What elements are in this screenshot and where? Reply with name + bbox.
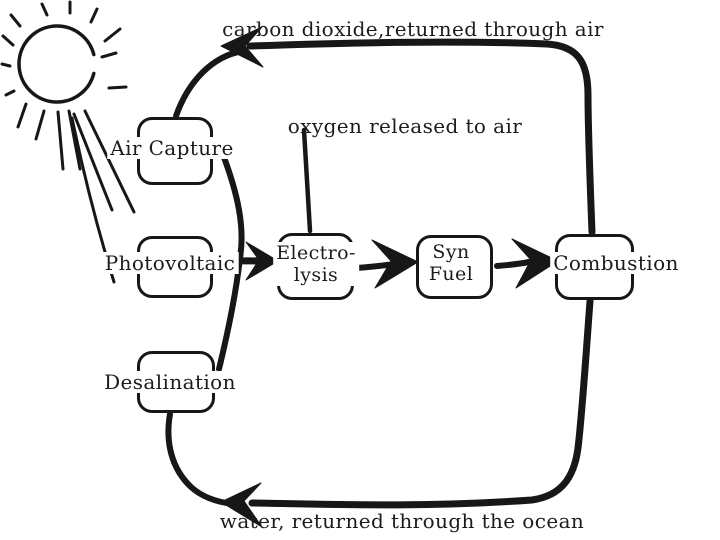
combustion-arrowhead-icon: [511, 238, 559, 289]
water-return-arrow: [165, 297, 594, 528]
water-arrowhead-icon: [220, 482, 263, 528]
node-combustion-label: Combustion: [550, 252, 682, 274]
node-syn-fuel-label: Syn Fuel: [425, 241, 477, 285]
sun-icon: [0, 0, 136, 284]
node-photovoltaic-label: Photovoltaic: [101, 252, 239, 274]
node-air-capture-label: Air Capture: [107, 137, 237, 159]
oxygen-flow-label: oxygen released to air: [287, 114, 523, 138]
co2-return-arrow: [173, 26, 596, 236]
synfuel-to-combustion-arrow: [494, 238, 559, 289]
node-desalination-label: Desalination: [101, 371, 239, 393]
node-syn-fuel-label-line1: Syn: [432, 241, 470, 263]
water-flow-label: water, returned through the ocean: [219, 509, 585, 533]
co2-flow-label: carbon dioxide,returned through air: [222, 17, 604, 41]
node-syn-fuel-label-line2: Fuel: [428, 263, 474, 285]
merge-arrowhead-icon: [245, 241, 279, 281]
oxygen-vent-line: [301, 127, 313, 234]
node-electrolysis-label: Electro- lysis: [273, 242, 359, 286]
synfuel-arrowhead-icon: [371, 239, 419, 289]
node-electrolysis-label-line2: lysis: [293, 264, 339, 286]
node-electrolysis-label-line1: Electro-: [276, 242, 356, 264]
co2-arrowhead-icon: [220, 26, 264, 68]
electrolysis-to-synfuel-arrow: [353, 239, 419, 289]
